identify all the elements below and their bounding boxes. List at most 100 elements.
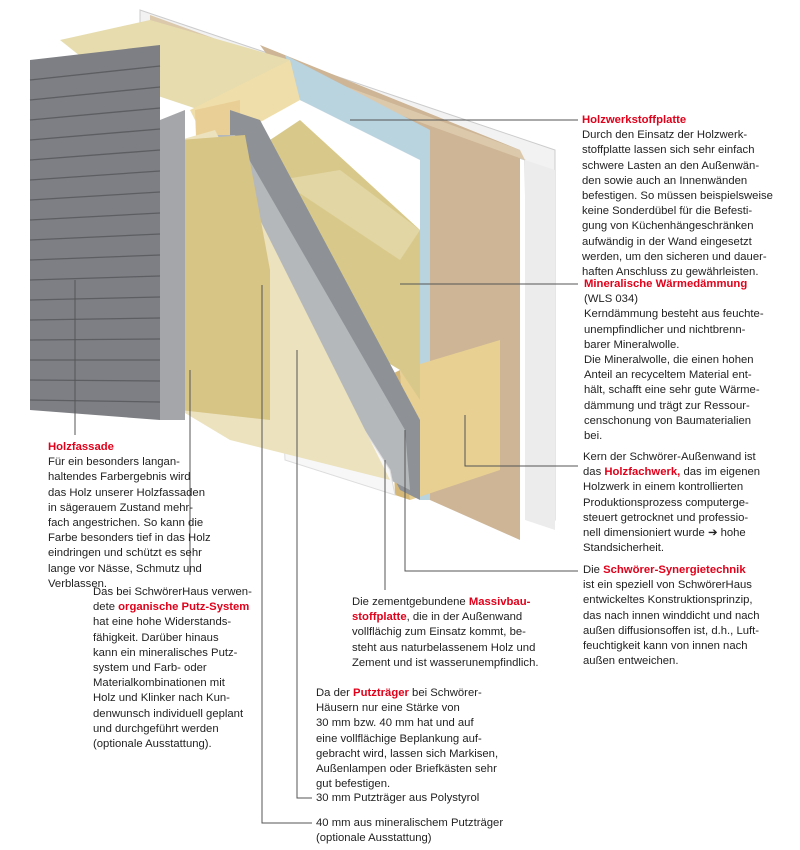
line: in sägerauem Zustand mehr-	[48, 501, 194, 514]
line: eindringen und schützt es sehr	[48, 547, 202, 560]
line: steht aus naturbelassenem Holz und	[352, 641, 536, 654]
highlight: organische Putz-System	[118, 601, 250, 614]
callout-putztraeger: Da der Putzträger bei Schwörer- Häusern …	[316, 686, 498, 792]
line: Die zementgebundene Massivbau-	[352, 595, 539, 610]
highlight: Schwörer-Synergietechnik	[603, 564, 746, 576]
line: außen entweichen.	[583, 655, 679, 668]
line: eine vollflächige Beplankung auf-	[316, 732, 482, 745]
line: vollflächig zum Einsatz kommt, be-	[352, 626, 526, 639]
line: das Holz unserer Holzfassaden	[48, 486, 205, 499]
text: Die	[583, 564, 604, 576]
text: das	[583, 466, 605, 479]
arrow-right-icon: ➔	[707, 527, 718, 540]
line: Materialkombinationen mit	[93, 677, 225, 690]
line: haften Anschluss zu gewährleisten.	[582, 266, 759, 279]
line: steuert getrocknet und professio-	[583, 511, 749, 524]
line: barer Mineralwolle.	[584, 338, 680, 351]
callout-waermedaemmung: Mineralische Wärmedämmung (WLS 034) Kern…	[584, 277, 764, 444]
line: außen diffusionsoffen ist, d.h., Luft-	[583, 624, 760, 637]
text: dete	[93, 601, 119, 614]
plaster-panel	[160, 110, 185, 420]
siding-boards	[29, 65, 161, 403]
line: dämmung und trägt zur Ressour-	[584, 399, 750, 412]
line: system und Farb- oder	[93, 662, 207, 675]
line: das Holzfachwerk, das im eigenen	[583, 465, 760, 480]
line: censchonung von Baumaterialien	[584, 414, 752, 427]
line: hat eine hohe Widerstands-	[93, 616, 232, 629]
leader-putztraeger-polystyrol	[296, 350, 312, 799]
line: Verblassen.	[48, 577, 108, 590]
line: fähigkeit. Darüber hinaus	[93, 631, 219, 644]
line: schwere Lasten an den Außenwän-	[582, 159, 760, 172]
mineral-wool-top	[280, 170, 420, 260]
text: Die zementgebundene	[352, 596, 469, 608]
highlight: stoffplatte	[352, 611, 407, 624]
line: denwunsch individuell geplant	[93, 707, 244, 720]
line: Holz und Klinker nach Kun-	[93, 692, 230, 705]
line: aufwändig in der Wand eingesetzt	[582, 235, 752, 248]
cement-board-texture	[215, 135, 410, 490]
line: stoffplatte lassen sich sehr einfach	[582, 144, 755, 157]
line: ist ein speziell von SchwörerHaus	[583, 579, 752, 592]
line: bei.	[584, 430, 603, 443]
line: nell dimensioniert wurde ➔ hohe	[583, 526, 760, 541]
line: Die Mineralwolle, die einen hohen	[584, 354, 754, 367]
line: gut befestigen.	[316, 778, 391, 791]
highlight: Putzträger	[353, 687, 409, 699]
title: Mineralische Wärmedämmung	[584, 278, 748, 290]
line: Produktionsprozess computerge-	[583, 496, 749, 509]
line: keine Sonderdübel für die Befesti-	[582, 205, 753, 218]
line: Das bei SchwörerHaus verwen-	[93, 586, 252, 598]
line: Kerndämmung besteht aus feuchte-	[584, 308, 764, 321]
line: Durch den Einsatz der Holzwerk-	[582, 129, 748, 142]
highlight: Holzfachwerk,	[604, 466, 681, 479]
line: und durchgeführt werden	[93, 722, 219, 735]
line: (optionale Ausstattung).	[93, 738, 212, 751]
line: Zement und ist wasserunempfindlich.	[352, 656, 539, 669]
callout-putzsystem: Das bei SchwörerHaus verwen- dete organi…	[93, 585, 252, 752]
text: , die in der Außenwand	[406, 611, 523, 624]
leader-holzfachwerk	[464, 415, 578, 467]
line: 30 mm bzw. 40 mm hat und auf	[316, 717, 474, 730]
text: Da der	[316, 687, 354, 699]
callout-polystyrol: 30 mm Putzträger aus Polystyrol	[316, 791, 479, 806]
text: hohe	[717, 527, 746, 540]
interior-board-front	[525, 160, 555, 530]
insulation-top	[60, 20, 290, 110]
callout-synergietechnik: Die Schwörer-Synergietechnik ist ein spe…	[583, 563, 760, 669]
title: Holzfassade	[48, 441, 114, 453]
callout-holzwerkstoffplatte: Holzwerkstoffplatte Durch den Einsatz de…	[582, 113, 773, 280]
line: entwickeltes Konstruktionsprinzip,	[583, 594, 753, 607]
text: das im eigenen	[680, 466, 761, 479]
highlight: Massivbau-	[468, 596, 531, 608]
line: hält, schafft eine sehr gute Wärme-	[584, 384, 760, 397]
leader-synergietechnik	[404, 430, 578, 572]
line: Häusern nur eine Stärke von	[316, 702, 460, 715]
line: Anteil an recyceltem Material ent-	[584, 369, 752, 382]
callout-massivbaustoffplatte: Die zementgebundene Massivbau- stoffplat…	[352, 595, 539, 671]
callout-holzfachwerk: Kern der Schwörer-Außenwand ist das Holz…	[583, 450, 760, 556]
line: Da der Putzträger bei Schwörer-	[316, 686, 498, 701]
line: gung von Küchenhängeschränken	[582, 220, 754, 233]
line: werden, um den sicheren und dauer-	[582, 250, 767, 263]
line: (WLS 034)	[584, 293, 638, 306]
line: fach angestrichen. So kann die	[48, 517, 204, 530]
line: Farbe besonders tief in das Holz	[48, 532, 211, 545]
line: Außenlampen oder Briefkästen sehr	[316, 763, 497, 776]
line: Standsicherheit.	[583, 542, 665, 555]
wooden-stud-lower	[400, 340, 500, 500]
leader-lines	[74, 119, 578, 824]
text: nell dimensioniert wurde	[583, 527, 708, 540]
mineral-insulation-slab	[180, 135, 270, 420]
callout-mineralischer-putztraeger: 40 mm aus mineralischem Putzträger (opti…	[316, 816, 503, 846]
leader-putztraeger-mineral	[261, 285, 312, 824]
title: Holzwerkstoffplatte	[582, 114, 687, 126]
line: stoffplatte, die in der Außenwand	[352, 610, 539, 625]
line: den sowie auch an Innenwänden	[582, 174, 748, 187]
line: haltendes Farbergebnis wird	[48, 471, 191, 484]
line: feuchtigkeit kann von innen nach	[583, 640, 748, 653]
line: 30 mm Putzträger aus Polystyrol	[316, 792, 480, 804]
wood-siding	[30, 45, 160, 420]
line: Für ein besonders langan-	[48, 456, 180, 469]
